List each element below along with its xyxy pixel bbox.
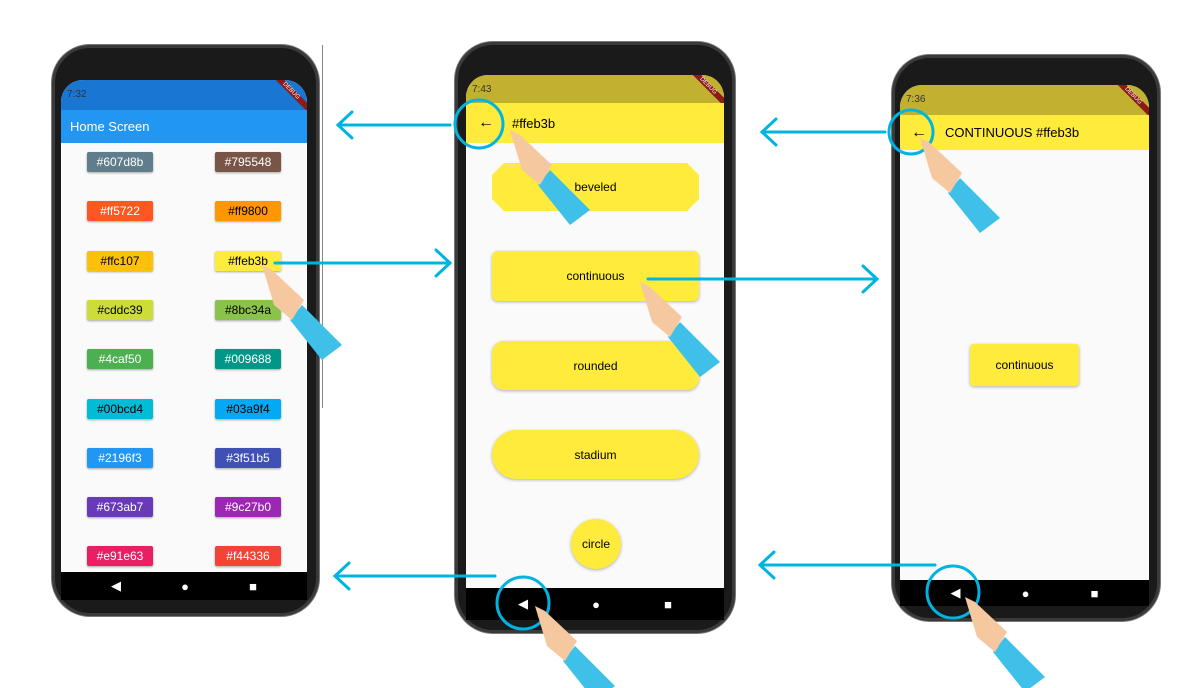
color-chip[interactable]: #607d8b — [87, 152, 153, 172]
status-time: 7:32 — [67, 89, 87, 100]
back-arrow-icon[interactable]: ← — [911, 123, 927, 141]
status-bar: 7:32 — [61, 80, 307, 110]
recents-icon[interactable]: ■ — [1090, 585, 1099, 601]
home-screen: 7:32 DEBUG Home Screen #607d8b#795548#ff… — [61, 80, 307, 572]
arrow-left-2 — [759, 117, 887, 147]
circle-button[interactable]: circle — [571, 519, 621, 569]
color-chip[interactable]: #e91e63 — [87, 546, 153, 567]
recents-icon[interactable]: ■ — [249, 578, 257, 594]
color-chip[interactable]: #673ab7 — [87, 497, 153, 518]
arrow-left-1 — [335, 110, 452, 140]
stadium-button[interactable]: stadium — [492, 430, 699, 479]
app-bar: ← CONTINUOUS #ffeb3b — [900, 115, 1149, 150]
home-icon[interactable]: ● — [1021, 585, 1030, 601]
color-chip[interactable]: #f44336 — [215, 546, 281, 567]
status-bar: 7:36 — [900, 85, 1149, 115]
color-chip[interactable]: #cddc39 — [87, 299, 153, 320]
nav-bar: ◀ ● ■ — [466, 588, 724, 620]
color-chip[interactable]: #9c27b0 — [215, 497, 281, 518]
hand-pointer-icon — [262, 265, 342, 360]
color-chip[interactable]: #ff9800 — [215, 201, 281, 222]
status-time: 7:43 — [472, 84, 492, 95]
hand-pointer-icon — [920, 138, 1000, 233]
recents-icon[interactable]: ■ — [664, 596, 672, 612]
status-time: 7:36 — [906, 94, 926, 105]
color-chip[interactable]: #ff5722 — [87, 201, 153, 222]
hand-pointer-icon — [965, 597, 1045, 688]
tap-highlight — [453, 98, 505, 150]
tap-highlight — [887, 108, 935, 156]
color-chip[interactable]: #03a9f4 — [215, 398, 281, 419]
status-bar: 7:43 — [466, 75, 724, 103]
home-icon[interactable]: ● — [592, 596, 600, 612]
color-chip[interactable]: #009688 — [215, 349, 281, 370]
color-chip[interactable]: #2196f3 — [87, 447, 153, 468]
nav-bar: ◀ ● ■ — [900, 580, 1149, 606]
continuous-button[interactable]: continuous — [492, 251, 699, 301]
continuous-button[interactable]: continuous — [970, 344, 1079, 386]
arrow-right-1 — [273, 248, 453, 278]
arrow-left-4 — [757, 550, 937, 580]
app-bar: Home Screen — [61, 110, 307, 143]
color-chip[interactable]: #3f51b5 — [215, 447, 281, 468]
color-chip[interactable]: #795548 — [215, 152, 281, 172]
back-arrow-icon[interactable]: ← — [478, 114, 494, 131]
back-icon[interactable]: ◀ — [950, 585, 961, 600]
app-bar: ← #ffeb3b — [466, 103, 724, 143]
color-chip[interactable]: #ffc107 — [87, 250, 153, 271]
tap-highlight — [495, 575, 551, 631]
back-icon[interactable]: ◀ — [111, 578, 122, 593]
hand-pointer-icon — [535, 606, 615, 688]
back-icon[interactable]: ◀ — [518, 596, 529, 611]
rounded-button[interactable]: rounded — [492, 341, 699, 390]
nav-bar: ◀ ● ■ — [61, 572, 307, 600]
page-title: Home Screen — [70, 119, 150, 134]
hand-pointer-icon — [510, 130, 590, 225]
home-icon[interactable]: ● — [181, 578, 189, 594]
arrow-left-3 — [332, 561, 497, 591]
color-chip[interactable]: #ffeb3b — [215, 250, 281, 271]
arrow-right-2 — [646, 264, 880, 294]
color-chip[interactable]: #4caf50 — [87, 349, 153, 370]
tap-highlight — [925, 564, 981, 620]
color-chip[interactable]: #00bcd4 — [87, 398, 153, 419]
page-title: #ffeb3b — [512, 115, 556, 131]
color-chip[interactable]: #8bc34a — [215, 299, 281, 320]
page-title: CONTINUOUS #ffeb3b — [945, 125, 1080, 140]
hand-pointer-icon — [640, 282, 720, 377]
vertical-divider — [322, 45, 323, 408]
